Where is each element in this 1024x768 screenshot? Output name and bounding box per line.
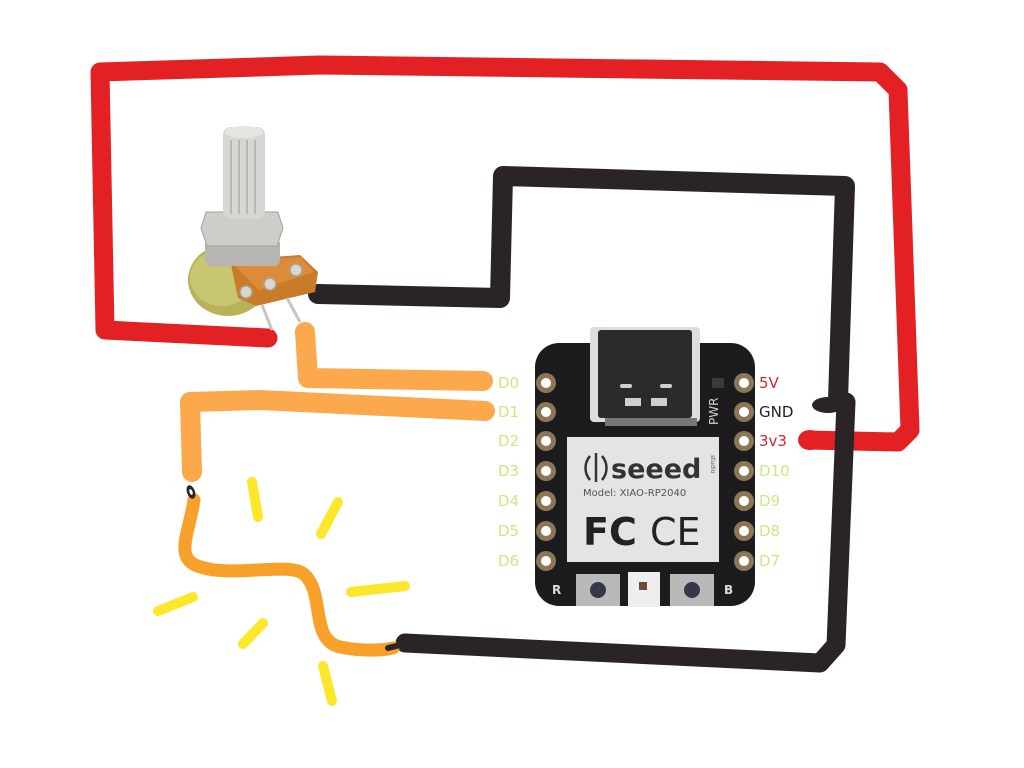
red-wire: [90, 55, 920, 452]
pwr-silkscreen: PWR: [707, 398, 721, 425]
right-pin-pad-0: [734, 373, 754, 393]
pin-label-d3: D3: [498, 462, 519, 480]
pin-label-d1: D1: [498, 403, 519, 421]
pin-label-d6: D6: [498, 552, 519, 570]
left-pin-pad-5: [536, 521, 556, 541]
xiao-rp2040-board: PWR seeed studio Model: XIAO-RP2040 FC C…: [535, 327, 755, 607]
right-pin-pad-1: [734, 402, 754, 422]
pin-label-5v: 5V: [759, 374, 780, 392]
right-pin-labels: 5V GND 3v3 D10 D9 D8 D7: [759, 374, 793, 570]
rgb-led: [628, 572, 660, 607]
pin-label-d10: D10: [759, 462, 790, 480]
orange-wire-pot: [295, 322, 493, 391]
brand-text: seeed: [611, 454, 701, 485]
orange-wire-led: [180, 390, 495, 482]
boot-label: B: [724, 583, 733, 597]
pin-label-d0: D0: [498, 374, 519, 392]
reset-button[interactable]: [576, 574, 620, 606]
right-pin-pad-6: [734, 551, 754, 571]
red-wire-end: [798, 430, 822, 450]
rp2040-shield: [567, 437, 719, 562]
right-pin-pad-3: [734, 461, 754, 481]
black-wire-pot: [308, 166, 855, 410]
boot-button[interactable]: [670, 574, 714, 606]
black-wire-led: [395, 392, 856, 673]
potentiometer: [188, 126, 318, 331]
pin-label-d2: D2: [498, 432, 519, 450]
led-cathode-lead: [385, 641, 408, 651]
pin-label-d4: D4: [498, 492, 519, 510]
model-text: Model: XIAO-RP2040: [583, 488, 686, 499]
brand-sub-text: studio: [709, 455, 716, 474]
left-pin-pads: [536, 373, 556, 571]
left-pin-pad-3: [536, 461, 556, 481]
left-pin-pad-6: [536, 551, 556, 571]
right-pin-pad-2: [734, 431, 754, 451]
pin-label-d5: D5: [498, 522, 519, 540]
reset-label: R: [552, 583, 561, 597]
ce-mark: CE: [650, 510, 701, 554]
pin-label-3v3: 3v3: [759, 432, 787, 450]
left-pin-pad-1: [536, 402, 556, 422]
right-pin-pad-5: [734, 521, 754, 541]
left-pin-labels: D0 D1 D2 D3 D4 D5 D6: [498, 374, 519, 570]
fcc-mark: FC: [583, 510, 637, 554]
pin-label-gnd: GND: [759, 403, 793, 421]
seeed-logo-icon: [584, 453, 608, 482]
pin-label-d9: D9: [759, 492, 780, 510]
left-pin-pad-0: [536, 373, 556, 393]
gnd-wire-end: [812, 397, 844, 413]
right-pin-pad-4: [734, 491, 754, 511]
led-filament: [178, 485, 408, 657]
left-pin-pad-4: [536, 491, 556, 511]
left-pin-pad-2: [536, 431, 556, 451]
pin-label-d7: D7: [759, 552, 780, 570]
pin-label-d8: D8: [759, 522, 780, 540]
led-glow-rays: [153, 477, 410, 706]
right-pin-pads: [734, 373, 754, 571]
